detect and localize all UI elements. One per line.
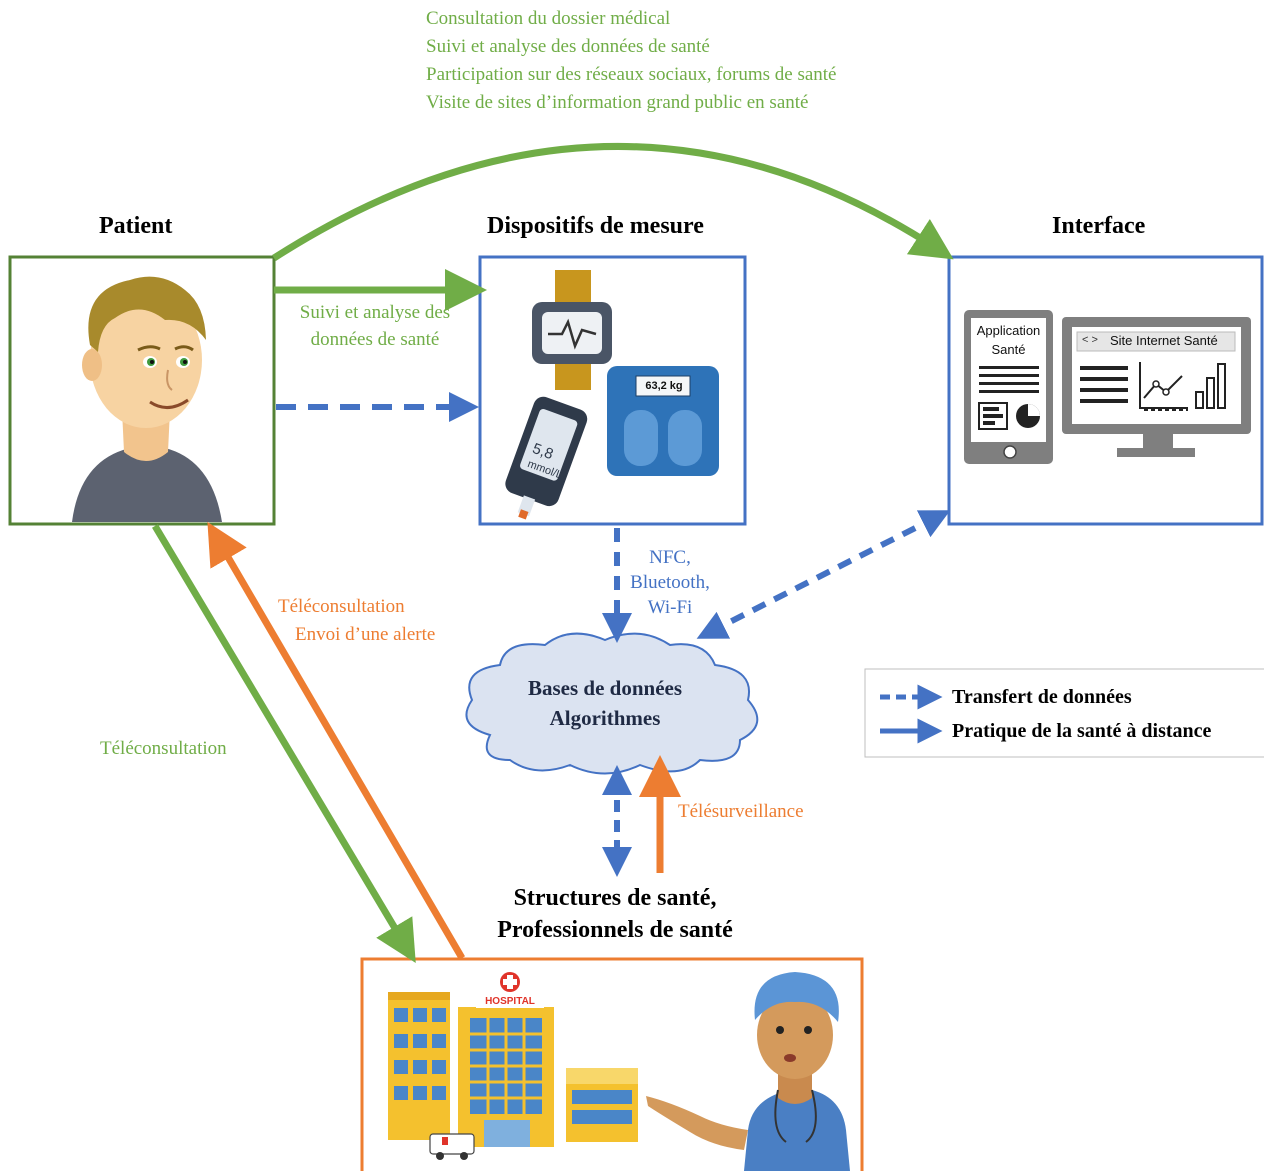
site-title: Site Internet Santé	[1110, 333, 1218, 348]
interface-title: Interface	[1052, 213, 1146, 239]
top-activity-2: Suivi et analyse des données de santé	[426, 36, 710, 57]
connectivity-nfc: NFC,	[649, 547, 691, 568]
top-activity-4: Visite de sites d’information grand publ…	[426, 92, 809, 113]
top-activity-1: Consultation du dossier médical	[426, 8, 671, 29]
patient-illustration	[72, 276, 222, 522]
devices-title: Dispositifs de mesure	[487, 213, 704, 239]
arrow-structures-to-patient	[207, 521, 466, 960]
cloud-shape	[465, 632, 759, 775]
edge-label-teleconsultation-green: Téléconsultation	[100, 738, 227, 759]
cloud-label-line2: Algorithmes	[549, 706, 661, 730]
structures-title-line2: Professionnels de santé	[497, 917, 733, 943]
legend-box	[864, 668, 1264, 758]
glucometer-icon	[505, 396, 588, 520]
connectivity-bluetooth: Bluetooth,	[630, 572, 710, 593]
arrow-patient-to-interface	[272, 143, 954, 261]
patient-title: Patient	[99, 213, 173, 239]
connectivity-wifi: Wi-Fi	[647, 597, 693, 618]
top-activity-3: Participation sur des réseaux sociaux, f…	[426, 64, 837, 85]
edge-label-patient-devices-2: données de santé	[310, 329, 440, 350]
arrow-dashed-cloud-interface	[696, 510, 951, 639]
tablet-icon	[964, 310, 1053, 464]
site-code-icon: < >	[1082, 334, 1098, 346]
edge-label-teleconsultation-orange: Téléconsultation	[278, 596, 405, 617]
smartwatch-icon	[532, 270, 612, 390]
scale-readout: 63,2 kg	[645, 380, 683, 392]
legend-dashed-label: Transfert de données	[952, 686, 1132, 708]
cloud-label-line1: Bases de données	[527, 676, 683, 700]
app-label-line2: Santé	[991, 342, 1026, 357]
edge-label-patient-devices-1: Suivi et analyse des	[299, 302, 451, 323]
app-label-line1: Application	[976, 323, 1041, 338]
hospital-sign: HOSPITAL	[485, 996, 535, 1007]
edge-label-telesurveillance: Télésurveillance	[678, 801, 804, 822]
hospital-icon	[388, 972, 638, 1160]
desktop-monitor-icon	[1062, 317, 1251, 457]
edge-label-alert: Envoi d’une alerte	[295, 624, 436, 645]
legend-solid-label: Pratique de la santé à distance	[952, 720, 1212, 742]
arrow-patient-to-structures	[151, 524, 416, 964]
scale-icon	[607, 366, 719, 476]
structures-title-line1: Structures de santé,	[513, 885, 717, 911]
nurse-illustration	[646, 972, 850, 1171]
